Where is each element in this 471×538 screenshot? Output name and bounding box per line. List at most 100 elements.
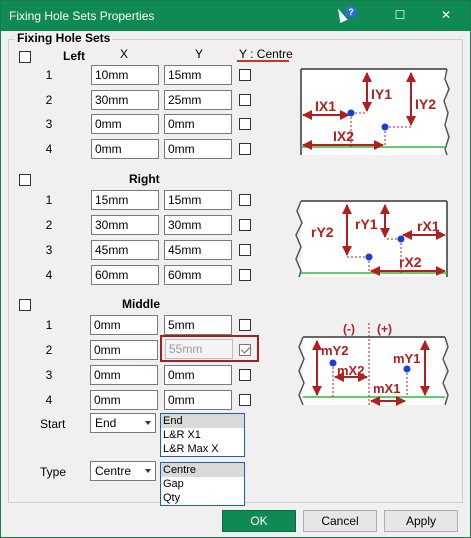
diagram-label-iy1: IY1 [371,86,392,102]
right-enable-checkbox[interactable] [19,174,31,186]
middle-y-centre-checkbox-4[interactable] [239,394,251,406]
diagram-label-iy2: IY2 [415,96,436,112]
maximize-button[interactable]: ☐ [394,8,406,22]
middle-y3-field[interactable] [164,365,232,385]
left-y-centre-checkbox-4[interactable] [239,143,251,155]
middle-enable-checkbox[interactable] [19,299,31,311]
start-option-lr-x1[interactable]: L&R X1 [163,429,201,441]
type-option-centre[interactable]: Centre [161,463,244,477]
right-section-title: Right [129,172,160,186]
left-y-centre-checkbox-3[interactable] [239,118,251,130]
y-centre-underline [237,60,289,62]
start-option-end[interactable]: End [161,414,244,428]
right-x1-field[interactable] [91,190,159,210]
left-y4-field[interactable] [164,139,232,159]
right-x3-field[interactable] [91,240,159,260]
diagram-label-rx1: rX1 [417,218,440,234]
type-combobox[interactable]: Centre [90,461,156,481]
middle-y-centre-checkbox-2[interactable] [239,344,251,356]
left-y2-field[interactable] [164,90,232,110]
left-y1-field[interactable] [164,65,232,85]
diagram-label-mx2: mX2 [337,363,364,378]
start-option-lr-max-x[interactable]: L&R Max X [163,443,219,455]
left-x2-field[interactable] [91,90,159,110]
start-combobox[interactable]: End [90,413,156,433]
right-y4-field[interactable] [164,265,232,285]
diagram-label-mx1: mX1 [373,381,400,396]
diagram-label-ry2: rY2 [311,224,334,240]
type-option-qty[interactable]: Qty [163,492,181,504]
middle-x1-field[interactable] [90,315,158,335]
diagram-label-ix2: IX2 [333,128,354,144]
cancel-button[interactable]: Cancel [303,510,377,532]
left-x4-field[interactable] [91,139,159,159]
left-x1-field[interactable] [91,65,159,85]
middle-row-number: 2 [45,343,53,357]
start-options-list[interactable]: End L&R X1 L&R Max X [160,413,245,457]
group-title: Fixing Hole Sets [15,31,113,45]
middle-x4-field[interactable] [90,390,158,410]
middle-row-number: 3 [45,368,53,382]
middle-row-number: 1 [45,318,53,332]
left-row-number: 4 [45,142,53,156]
left-y3-field[interactable] [164,114,232,134]
right-y1-field[interactable] [164,190,232,210]
right-row-number: 3 [45,243,53,257]
right-y3-field[interactable] [164,240,232,260]
middle-y2-field [165,339,233,359]
middle-x2-field[interactable] [90,340,158,360]
middle-y4-field[interactable] [164,390,232,410]
column-header-y: Y [195,47,204,61]
left-enable-checkbox[interactable] [19,51,31,63]
middle-y-centre-checkbox-1[interactable] [239,319,251,331]
column-header-y-centre: Y : Centre [239,47,293,61]
right-y-centre-checkbox-4[interactable] [239,269,251,281]
type-option-gap[interactable]: Gap [163,478,184,490]
left-y-centre-checkbox-2[interactable] [239,94,251,106]
right-x4-field[interactable] [91,265,159,285]
right-x2-field[interactable] [91,215,159,235]
diagram-label-ix1: IX1 [315,98,336,114]
diagram-label-rx2: rX2 [399,254,422,270]
left-row-number: 3 [45,117,53,131]
type-options-list[interactable]: Centre Gap Qty [160,462,245,506]
right-y2-field[interactable] [164,215,232,235]
column-header-x: X [120,47,129,61]
left-row-number: 1 [45,68,53,82]
right-row-number: 1 [45,193,53,207]
right-row-number: 2 [45,218,53,232]
middle-diagram: (-) (+) mY2 mX2 mY1 mX1 [298,322,449,406]
middle-row-number: 4 [45,393,53,407]
right-y-centre-checkbox-2[interactable] [239,219,251,231]
middle-x3-field[interactable] [90,365,158,385]
type-combobox-value: Centre [95,464,132,478]
diagram-label-ry1: rY1 [355,216,378,232]
middle-y1-field[interactable] [164,315,232,335]
chevron-down-icon [145,421,151,425]
right-y-centre-checkbox-1[interactable] [239,194,251,206]
type-label: Type [40,465,67,479]
start-label: Start [40,417,66,431]
left-x3-field[interactable] [91,114,159,134]
right-diagram: rY2 rY1 rX1 rX2 [295,200,448,278]
middle-y-centre-checkbox-3[interactable] [239,369,251,381]
right-row-number: 4 [45,268,53,282]
window-title: Fixing Hole Sets Properties [9,9,155,23]
help-icon[interactable]: ? [345,6,357,18]
highlight-box [160,335,259,362]
right-y-centre-checkbox-3[interactable] [239,244,251,256]
left-section-title: Left [63,49,85,63]
close-button[interactable]: ✕ [440,8,452,22]
chevron-down-icon [145,469,151,473]
title-bar[interactable]: Fixing Hole Sets Properties ? ☐ ✕ [1,1,470,31]
left-diagram: IX1 IY1 IY2 IX2 [300,68,450,156]
diagram-label-my1: mY1 [393,351,420,366]
ok-button[interactable]: OK [222,510,296,532]
left-y-centre-checkbox-1[interactable] [239,69,251,81]
diagram-label-my2: mY2 [321,343,348,358]
middle-section-title: Middle [122,297,160,311]
apply-button[interactable]: Apply [384,510,458,532]
diagram-label-minus: (-) [343,322,355,336]
left-row-number: 2 [45,93,53,107]
